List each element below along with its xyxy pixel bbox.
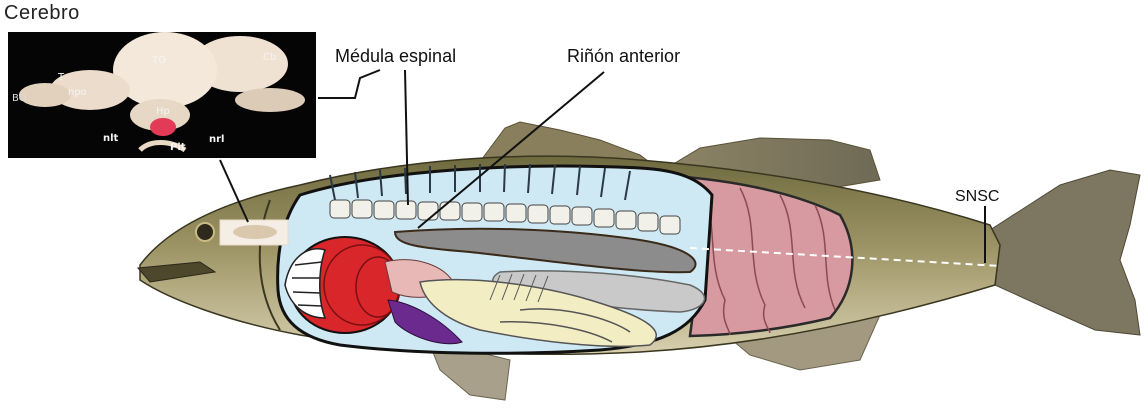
brain-label-cb: Cb	[263, 52, 276, 63]
brain-label-npo: npo	[68, 87, 87, 98]
label-snsc: SNSC	[955, 188, 999, 206]
brain-label-bo: BO	[12, 93, 27, 104]
brain-label-hp: Hp	[156, 106, 170, 117]
label-anterior-kidney: Riñón anterior	[567, 46, 680, 67]
caudal-fin	[990, 170, 1140, 335]
brain-photo-panel	[8, 32, 316, 158]
brain-label-nlt: nlt	[103, 133, 118, 144]
brain-label-nrl: nrl	[209, 134, 224, 145]
brain-label-to: TO	[152, 55, 166, 66]
label-spinal-cord: Médula espinal	[335, 46, 456, 67]
brain-panel-title: Cerebro	[4, 2, 80, 25]
brain-label-pit: Pit	[170, 142, 186, 153]
fish-eye	[196, 223, 214, 241]
brain-label-t: T	[58, 72, 64, 83]
